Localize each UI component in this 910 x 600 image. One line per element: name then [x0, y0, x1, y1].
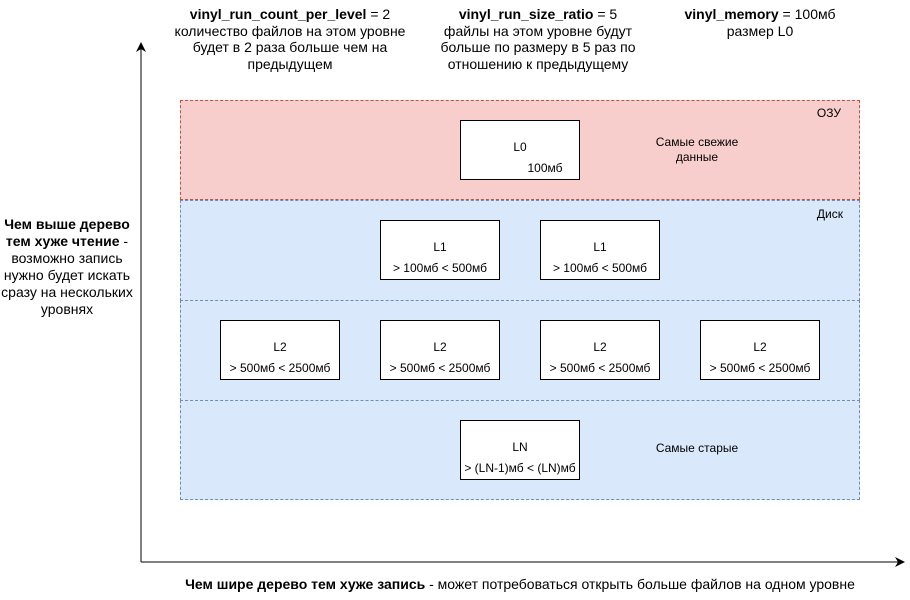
param-run-count-desc: количество файлов на этом уровне будет в…	[174, 22, 406, 72]
node-l2: L2 > 500мб < 2500мб	[380, 320, 500, 380]
node-l1: L1 > 100мб < 500мб	[380, 220, 500, 280]
param-run-size-ratio-value: = 5	[593, 6, 618, 22]
node-l1-size: > 100мб < 500мб	[392, 261, 488, 275]
node-ln-label: LN	[512, 440, 528, 454]
param-memory-desc: размер L0	[726, 22, 794, 39]
node-l1-size: > 100мб < 500мб	[552, 261, 648, 275]
node-l2-label: L2	[753, 340, 767, 354]
node-l2-label: L2	[433, 340, 447, 354]
param-memory-value: = 100мб	[778, 6, 836, 22]
node-ln: LN > (LN-1)мб < (LN)мб	[460, 420, 580, 480]
node-l2-size: > 500мб < 2500мб	[389, 361, 491, 375]
node-l2-label: L2	[593, 340, 607, 354]
bottom-note-bold: Чем шире дерево тем хуже запись	[185, 576, 426, 592]
node-l2: L2 > 500мб < 2500мб	[220, 320, 340, 380]
param-memory: vinyl_memory = 100мб размер L0	[670, 6, 850, 39]
bottom-note-rest: - может потребоваться открыть больше фай…	[425, 576, 855, 592]
param-run-count-name: vinyl_run_count_per_level	[189, 6, 367, 22]
left-note-rest: - возможно запись нужно будет искать сра…	[1, 233, 133, 317]
node-l1: L1 > 100мб < 500мб	[540, 220, 660, 280]
param-run-size-ratio: vinyl_run_size_ratio = 5 файлы на этом у…	[438, 6, 638, 72]
disk-label: Диск	[816, 207, 843, 221]
ram-label: ОЗУ	[816, 106, 841, 120]
node-l0: L0 100мб	[460, 120, 580, 180]
note-newest: Самые свежие данные	[655, 135, 739, 164]
node-l2: L2 > 500мб < 2500мб	[700, 320, 820, 380]
node-l2-size: > 500мб < 2500мб	[709, 361, 811, 375]
left-note: Чем выше дерево тем хуже чтение - возмож…	[0, 216, 134, 318]
param-run-count-value: = 2	[366, 6, 391, 22]
node-l1-label: L1	[593, 240, 607, 254]
node-l0-label: L0	[513, 140, 527, 154]
node-l0-size: 100мб	[527, 161, 563, 175]
node-l2-size: > 500мб < 2500мб	[229, 361, 331, 375]
param-memory-name: vinyl_memory	[684, 6, 779, 22]
note-oldest: Самые старые	[655, 441, 739, 455]
node-ln-size: > (LN-1)мб < (LN)мб	[464, 461, 576, 475]
param-run-count: vinyl_run_count_per_level = 2 количество…	[160, 6, 420, 72]
band-disk-l1: Диск	[180, 200, 860, 301]
node-l2-size: > 500мб < 2500мб	[549, 361, 651, 375]
param-run-size-ratio-name: vinyl_run_size_ratio	[458, 6, 594, 22]
node-l1-label: L1	[433, 240, 447, 254]
left-note-bold: Чем выше дерево тем хуже чтение	[4, 216, 130, 249]
node-l2-label: L2	[273, 340, 287, 354]
param-run-size-ratio-desc: файлы на этом уровне будут больше по раз…	[440, 22, 636, 72]
bottom-note: Чем шире дерево тем хуже запись - может …	[160, 576, 880, 592]
node-l2: L2 > 500мб < 2500мб	[540, 320, 660, 380]
